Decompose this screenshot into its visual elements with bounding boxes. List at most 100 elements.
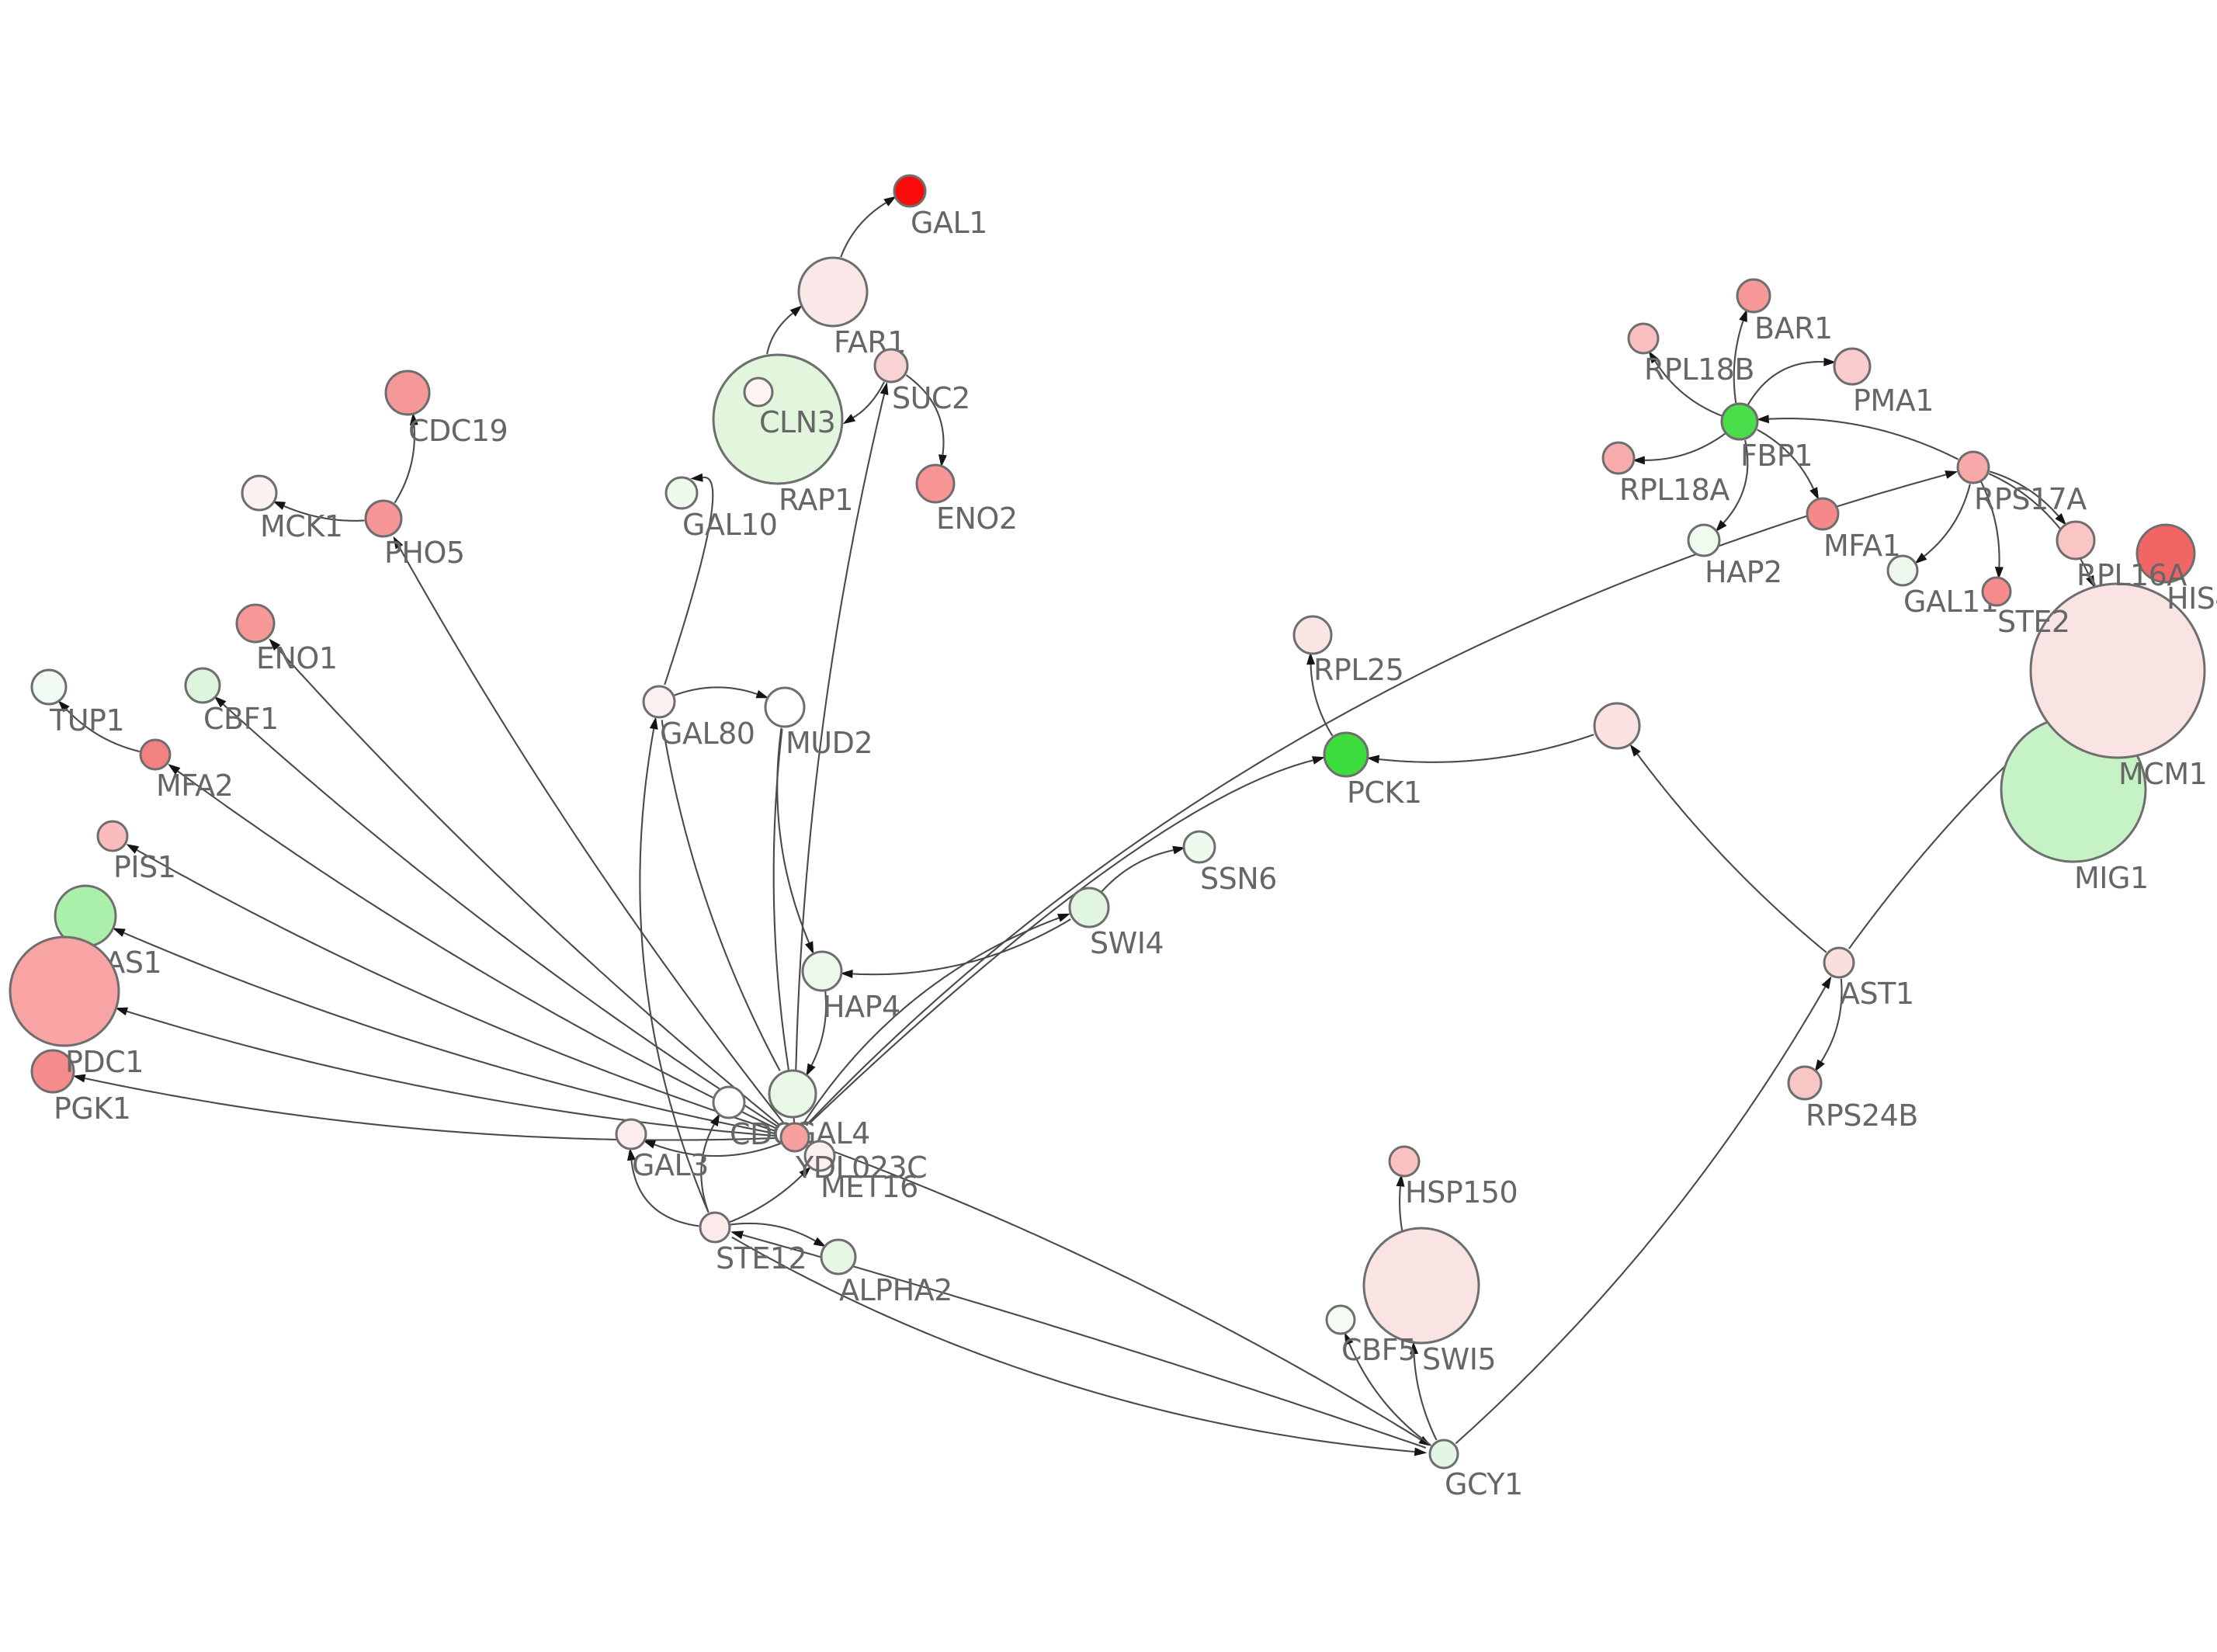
node-group-MFA2: MFA2 xyxy=(141,740,233,803)
node-MFA2[interactable] xyxy=(141,740,170,769)
node-SWI5[interactable] xyxy=(1364,1228,1479,1343)
node-group-FBP1: FBP1 xyxy=(1722,404,1813,473)
node-MFA1[interactable] xyxy=(1807,498,1838,529)
node-GAL4[interactable] xyxy=(769,1071,816,1117)
edge-STE12-GAL80[interactable] xyxy=(640,729,708,1212)
edge-YDL023C-MFA2[interactable] xyxy=(178,772,778,1130)
edge-MUD2-GAL4[interactable] xyxy=(774,729,789,1070)
node-label-RPL18A: RPL18A xyxy=(1619,473,1730,507)
node-PIS1[interactable] xyxy=(98,821,127,851)
node-N39[interactable] xyxy=(1594,703,1639,748)
node-group-RPL18A: RPL18A xyxy=(1603,442,1730,507)
node-PCK1[interactable] xyxy=(1324,733,1368,776)
edge-AST1-N39[interactable] xyxy=(1637,754,1826,952)
node-label-AST1: AST1 xyxy=(1840,977,1914,1011)
node-GAL80[interactable] xyxy=(644,686,675,717)
edges-layer xyxy=(58,196,2095,1456)
node-RPS24B[interactable] xyxy=(1789,1067,1821,1099)
node-label-RPL18B: RPL18B xyxy=(1644,352,1754,387)
node-group-HAP2: HAP2 xyxy=(1688,525,1782,589)
edge-FBP1-RPL18A[interactable] xyxy=(1645,434,1726,460)
node-label-YDL023C: YDL023C xyxy=(795,1150,927,1185)
node-GAL10[interactable] xyxy=(666,477,697,508)
node-MUD2[interactable] xyxy=(765,688,804,727)
edge-FBP1-PMA1[interactable] xyxy=(1748,362,1824,404)
node-group-PCK1: PCK1 xyxy=(1324,733,1422,810)
node-group-CDC19: CDC19 xyxy=(386,371,508,448)
node-FBP1[interactable] xyxy=(1722,404,1757,439)
node-label-PIS1: PIS1 xyxy=(113,850,175,884)
node-CDC6[interactable] xyxy=(713,1087,744,1118)
edge-N39-PCK1[interactable] xyxy=(1379,734,1594,762)
node-ENO2[interactable] xyxy=(917,465,954,502)
node-label-MIG1: MIG1 xyxy=(2074,861,2149,895)
node-GAL3[interactable] xyxy=(616,1119,646,1149)
node-group-PIS1: PIS1 xyxy=(98,821,175,884)
node-label-ALPHA2: ALPHA2 xyxy=(839,1273,952,1307)
node-PDC1[interactable] xyxy=(10,937,119,1046)
node-STE12[interactable] xyxy=(700,1213,730,1242)
arrowhead-STE12-GAL80 xyxy=(650,717,658,730)
node-SSN6[interactable] xyxy=(1184,831,1215,862)
node-SWI4[interactable] xyxy=(1070,888,1108,927)
node-TUP1[interactable] xyxy=(32,670,66,704)
edge-STE12-MET16[interactable] xyxy=(730,1175,802,1223)
node-CBF5[interactable] xyxy=(1327,1306,1355,1334)
node-group-PHO5: PHO5 xyxy=(366,501,465,570)
node-AST1[interactable] xyxy=(1824,948,1854,977)
node-FAR1[interactable] xyxy=(799,258,867,326)
node-label-FBP1: FBP1 xyxy=(1740,439,1813,473)
edge-FAR1-GAL1[interactable] xyxy=(841,203,886,257)
node-STE2[interactable] xyxy=(1983,578,2011,606)
node-label-GAL1: GAL1 xyxy=(911,206,987,240)
node-PHO5[interactable] xyxy=(366,501,401,536)
node-label-ENO1: ENO1 xyxy=(256,641,338,675)
edge-GCY1-AST1[interactable] xyxy=(1455,987,1825,1443)
node-BAR1[interactable] xyxy=(1737,279,1770,312)
node-GCY1[interactable] xyxy=(1430,1440,1458,1468)
node-CBF1[interactable] xyxy=(186,668,220,703)
edge-SWI4-SSN6[interactable] xyxy=(1102,850,1173,891)
node-label-STE12: STE12 xyxy=(716,1241,807,1275)
node-label-PCK1: PCK1 xyxy=(1347,776,1422,810)
node-YDL023C[interactable] xyxy=(781,1123,809,1151)
edge-YDL023C-PIS1[interactable] xyxy=(137,850,777,1132)
node-label-PMA1: PMA1 xyxy=(1853,384,1934,418)
node-MCK1[interactable] xyxy=(242,476,276,510)
node-label-SUC2: SUC2 xyxy=(892,381,970,415)
edge-SWI5-HSP150[interactable] xyxy=(1400,1186,1402,1230)
node-CLN3[interactable] xyxy=(744,378,772,406)
edge-RAP1-FAR1[interactable] xyxy=(767,314,793,355)
node-group-STE12: STE12 xyxy=(700,1213,807,1275)
node-RPL18B[interactable] xyxy=(1629,324,1658,353)
node-group-GCY1: GCY1 xyxy=(1430,1440,1523,1501)
node-ENO1[interactable] xyxy=(237,605,274,642)
node-label-GAL3: GAL3 xyxy=(632,1148,709,1182)
node-label-CBF1: CBF1 xyxy=(203,702,279,736)
node-CDC19[interactable] xyxy=(386,371,429,415)
arrowhead-YDL023C-RPS17A xyxy=(1945,470,1958,479)
edge-AST1-RPS24B[interactable] xyxy=(1821,979,1841,1062)
node-GAL1[interactable] xyxy=(894,175,925,206)
node-label-MFA1: MFA1 xyxy=(1823,529,1900,563)
node-PMA1[interactable] xyxy=(1834,349,1870,384)
node-RPL25[interactable] xyxy=(1294,616,1331,654)
node-SUC2[interactable] xyxy=(875,349,907,382)
node-label-SWI5: SWI5 xyxy=(1422,1342,1496,1376)
node-ALPHA2[interactable] xyxy=(821,1240,855,1274)
edge-YDL023C-PCK1[interactable] xyxy=(810,760,1313,1123)
arrowhead-GAL80-MUD2 xyxy=(756,690,769,698)
node-RPS17A[interactable] xyxy=(1958,452,1989,483)
node-HAP2[interactable] xyxy=(1688,525,1719,556)
node-HSP150[interactable] xyxy=(1390,1147,1419,1176)
edge-RPS17A-GAL11[interactable] xyxy=(1924,484,1970,557)
edge-YDL023C-PDC1[interactable] xyxy=(127,1012,776,1136)
edge-GAL80-GAL4[interactable] xyxy=(662,720,780,1071)
node-HAP4[interactable] xyxy=(803,952,841,991)
edge-GAL80-MUD2[interactable] xyxy=(675,687,758,695)
node-label-PHO5: PHO5 xyxy=(384,536,465,570)
edge-YDL023C-CBF1[interactable] xyxy=(224,704,779,1127)
node-RPL16A[interactable] xyxy=(2057,522,2094,559)
node-RPL18A[interactable] xyxy=(1603,442,1634,474)
node-GAL11[interactable] xyxy=(1888,556,1917,585)
